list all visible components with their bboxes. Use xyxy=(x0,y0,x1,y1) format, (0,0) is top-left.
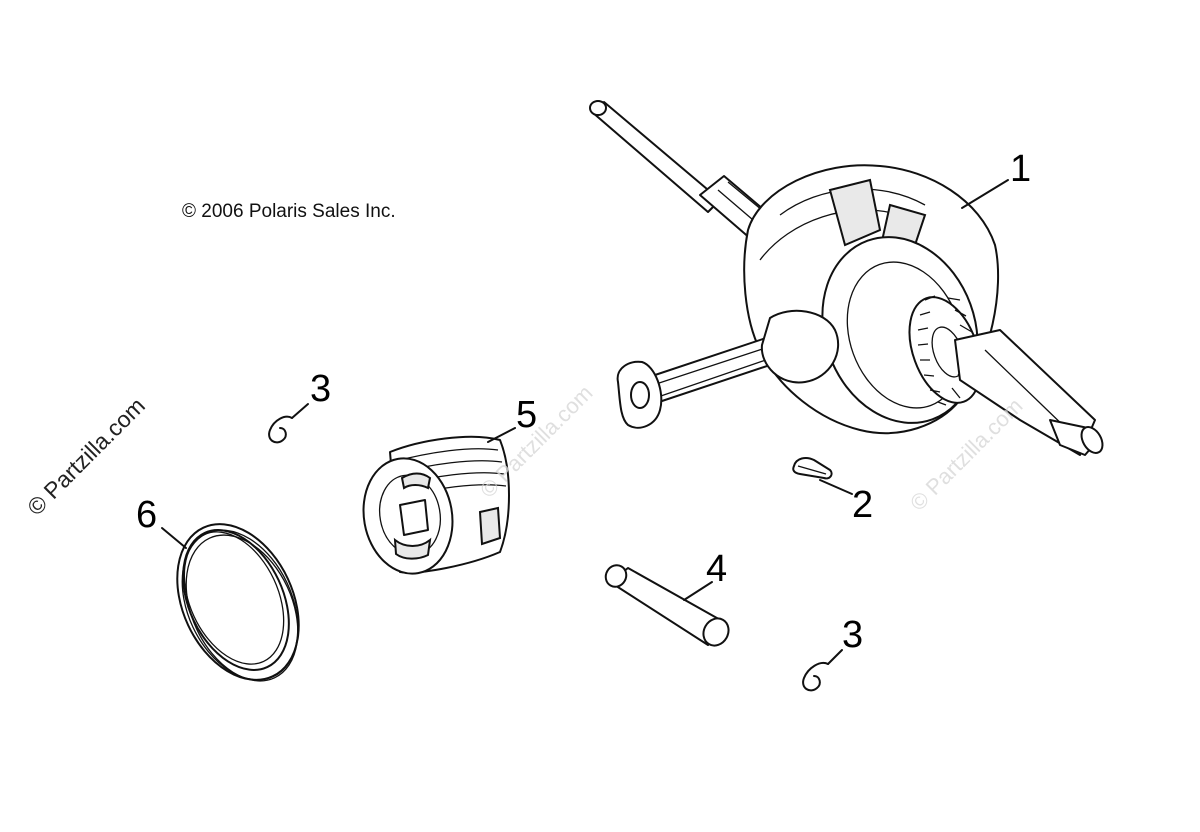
piston-rings xyxy=(161,523,300,682)
piston-pin xyxy=(604,564,730,647)
crankshaft-assembly xyxy=(589,100,1104,456)
callout-key: 2 xyxy=(852,484,874,526)
callout-piston-pin: 4 xyxy=(706,548,728,590)
callout-crankshaft: 1 xyxy=(1010,148,1032,190)
piston xyxy=(362,427,516,575)
woodruff-key xyxy=(792,457,853,495)
callout-circlip-upper: 3 xyxy=(310,368,332,410)
callout-piston-rings: 6 xyxy=(136,494,158,536)
circlip-lower xyxy=(802,649,843,692)
copyright-notice: © 2006 Polaris Sales Inc. xyxy=(182,201,396,222)
callout-circlip-lower: 3 xyxy=(842,614,864,656)
callout-piston: 5 xyxy=(516,394,538,436)
circlip-upper xyxy=(268,403,309,444)
